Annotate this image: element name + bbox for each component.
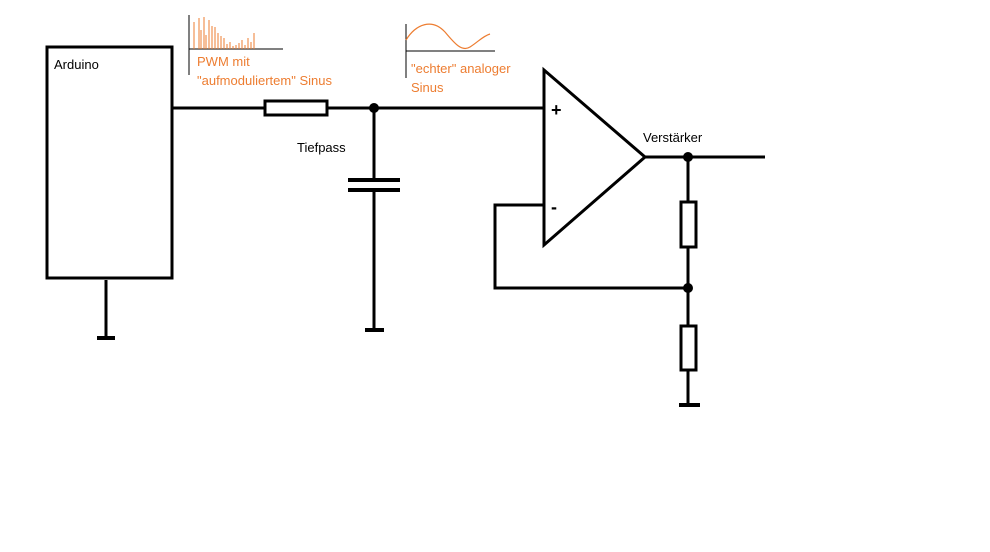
lowpass-resistor (263, 99, 329, 117)
tiefpass-label: Tiefpass (297, 140, 346, 155)
arduino-block (45, 45, 174, 280)
feedback-loop-wire (493, 203, 688, 290)
pwm-label-line2: "aufmoduliertem" Sinus (197, 73, 332, 88)
sine-curve (405, 23, 491, 50)
opamp-minus-sign: - (551, 197, 557, 217)
sine-waveform-plot (405, 23, 495, 78)
pwm-plot-pulses (193, 17, 255, 49)
opamp-symbol (542, 66, 648, 249)
feedback-resistor-bottom (679, 324, 698, 372)
analog-label-line1: "echter" analoger (411, 61, 511, 76)
arduino-label: Arduino (54, 57, 99, 72)
verstaerker-label: Verstärker (643, 130, 703, 145)
opamp-plus-sign: + (551, 100, 562, 120)
pwm-label-line1: PWM mit (197, 54, 250, 69)
feedback-resistor-top (679, 200, 698, 249)
analog-label-line2: Sinus (411, 80, 444, 95)
pwm-waveform-plot (188, 15, 283, 75)
